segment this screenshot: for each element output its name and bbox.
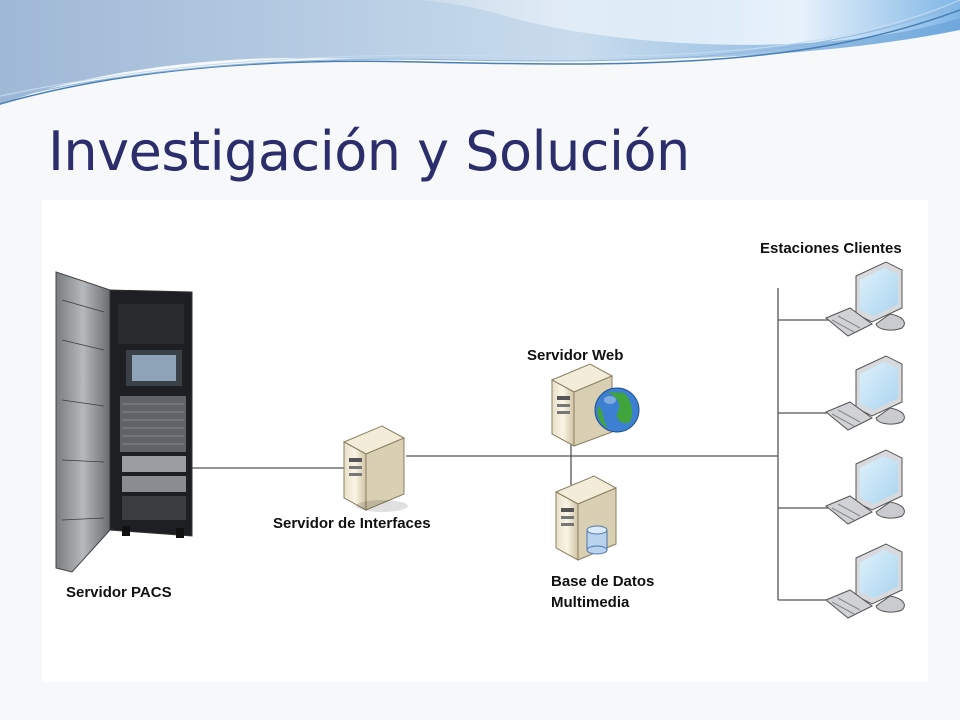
keyboard-icon [825, 495, 873, 525]
keyboard-icon [825, 401, 873, 431]
monitor-icon [855, 543, 905, 613]
database-cylinder-icon [586, 525, 608, 555]
monitor-icon [855, 355, 905, 425]
server-rack-icon [55, 271, 193, 573]
monitor-icon [855, 449, 905, 519]
diagram-canvas [42, 200, 928, 682]
clients-label: Estaciones Clientes [760, 240, 902, 257]
client-station-4 [825, 543, 905, 619]
connection-lines [190, 288, 832, 601]
web-server-label: Servidor Web [527, 347, 624, 364]
database-label-line1: Base de Datos [551, 573, 655, 590]
globe-icon [594, 387, 640, 433]
network-diagram: Servidor PACS Servidor de Interfaces Ser… [42, 200, 928, 682]
keyboard-icon [825, 589, 873, 619]
client-station-1 [825, 261, 905, 337]
server-tower-icon [342, 425, 408, 512]
monitor-icon [855, 261, 905, 331]
pacs-server-label: Servidor PACS [66, 584, 172, 601]
database-label-line2: Multimedia [551, 594, 630, 611]
slide-title: Investigación y Solución [48, 120, 690, 183]
client-station-3 [825, 449, 905, 525]
keyboard-icon [825, 307, 873, 337]
interface-server-label: Servidor de Interfaces [273, 515, 431, 532]
client-station-2 [825, 355, 905, 431]
header-wave [0, 0, 960, 105]
